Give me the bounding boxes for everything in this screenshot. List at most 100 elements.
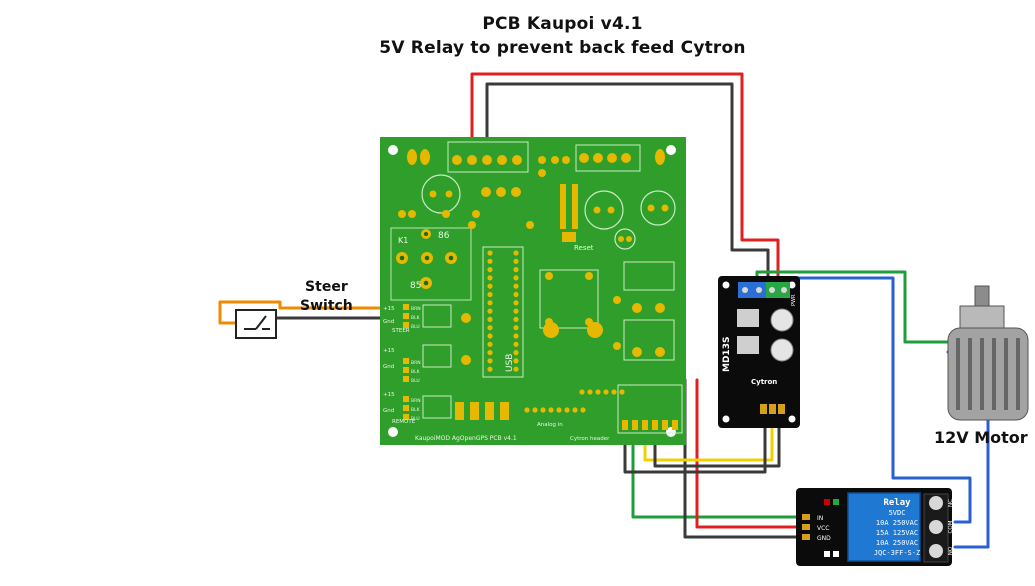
nano-pin bbox=[513, 300, 519, 306]
capacitor-pads bbox=[429, 190, 669, 242]
header-pin-pad bbox=[579, 389, 585, 395]
cytron-corner-holes bbox=[722, 281, 796, 423]
steer-switch bbox=[235, 309, 277, 339]
pcb-input-labels: +15Gnd+15Gnd+15GndBRNBLKBLUBRNBLKBLUBRNB… bbox=[383, 306, 421, 422]
pcb-usb-label: USB bbox=[505, 354, 515, 372]
motor-fins bbox=[956, 338, 1020, 410]
pcb-input-label: +15 bbox=[383, 392, 395, 398]
relay-title: Relay bbox=[883, 498, 911, 508]
relay-k1-outline bbox=[390, 227, 472, 301]
analog-pin-pad bbox=[540, 407, 546, 413]
nano-pin bbox=[513, 267, 519, 273]
wire-green-relay bbox=[631, 428, 804, 519]
capacitors bbox=[421, 174, 676, 250]
cytron-brand-label: Cytron bbox=[751, 378, 777, 386]
nano-pin bbox=[513, 333, 519, 339]
nano-pin bbox=[487, 250, 493, 256]
pcb-input-label: +15 bbox=[383, 306, 395, 312]
ic-pads bbox=[398, 156, 665, 365]
cytron-capacitors bbox=[770, 308, 794, 362]
nano-pin bbox=[487, 358, 493, 364]
steer-switch-blade bbox=[255, 315, 267, 330]
analog-pin-pad bbox=[580, 407, 586, 413]
top-terminal-pads bbox=[407, 149, 665, 197]
analog-pin-pad bbox=[524, 407, 530, 413]
relay-spec-line: JQC-3FF-S-Z bbox=[874, 549, 920, 557]
steer-switch-label: Steer Switch bbox=[300, 278, 353, 316]
pcb-pin-label: BRN bbox=[411, 360, 421, 366]
nano-pin bbox=[513, 341, 519, 347]
pcb-board: K1 86 85 USB Reset STEER REMOTE Analog i… bbox=[380, 137, 686, 445]
nano-pin bbox=[513, 275, 519, 281]
relay-pin-label-right: COM bbox=[948, 520, 954, 533]
pcb-analog-in-label: Analog in bbox=[537, 422, 563, 428]
cytron-terminal-screws bbox=[742, 287, 787, 293]
nano-pin bbox=[487, 366, 493, 372]
input-pin-pad bbox=[403, 367, 409, 373]
motor-front-flange bbox=[959, 305, 1005, 329]
cytron-signal-pins bbox=[760, 404, 785, 414]
nano-pin bbox=[513, 350, 519, 356]
cytron-header-outline bbox=[617, 384, 683, 434]
cytron-header-pin bbox=[622, 420, 628, 430]
pcb-pin-label: BRN bbox=[411, 306, 421, 312]
header-pin-pad bbox=[603, 389, 609, 395]
relay-spec-line: 15A 125VAC bbox=[876, 529, 918, 537]
nano-pin bbox=[513, 358, 519, 364]
analog-pin-pad bbox=[532, 407, 538, 413]
input-connector-pads bbox=[403, 304, 409, 420]
wire-red-relay bbox=[695, 378, 804, 529]
nano-pin bbox=[513, 291, 519, 298]
pcb-footer-label: KaupoiMOD AgOpenGPS PCB v4.1 bbox=[415, 435, 517, 442]
wire-red-power bbox=[470, 72, 780, 288]
nano-pin bbox=[487, 258, 493, 264]
cytron-header-pin bbox=[662, 420, 668, 430]
input-pin-pad bbox=[403, 396, 409, 402]
header-pin-pad bbox=[619, 389, 625, 395]
relay-pin-label-right: NO bbox=[948, 546, 954, 555]
relay-pin-label-left: GND bbox=[817, 535, 831, 542]
analog-pin-pad bbox=[556, 407, 562, 413]
analog-pin-pad bbox=[564, 407, 570, 413]
relay-pin-header bbox=[802, 514, 810, 540]
relay-k1-holes bbox=[399, 232, 454, 286]
header-pin-pad bbox=[587, 389, 593, 395]
nano-pin bbox=[487, 350, 493, 356]
pcb-substrate bbox=[380, 137, 686, 445]
nano-pin bbox=[513, 250, 519, 256]
analog-header-pads bbox=[524, 389, 625, 413]
relay-pin-label-right: NC bbox=[948, 499, 954, 507]
input-pin-pad bbox=[403, 322, 409, 328]
relay-can bbox=[847, 492, 921, 562]
steer-switch-label-line-2: Switch bbox=[300, 298, 353, 314]
top-terminals bbox=[447, 141, 641, 173]
pcb-cytron-header-label: Cytron header bbox=[570, 436, 610, 442]
arduino-nano-pins bbox=[487, 250, 519, 372]
cytron-header-pin bbox=[652, 420, 658, 430]
pcb-reset-label: Reset bbox=[574, 244, 594, 252]
relay-spec-line: 10A 250VAC bbox=[876, 539, 918, 547]
relay-spec-line: 10A 250VAC bbox=[876, 519, 918, 527]
pcb-pin-label: BRN bbox=[411, 398, 421, 404]
input-pin-pad bbox=[403, 376, 409, 382]
input-pin-pad bbox=[403, 405, 409, 411]
relay-pin-label-left: VCC bbox=[817, 525, 829, 532]
pcb-relay-86-label: 86 bbox=[438, 231, 450, 241]
wire-black-power bbox=[485, 82, 770, 288]
nano-pin bbox=[487, 300, 493, 306]
cytron-header-pads bbox=[622, 420, 678, 430]
ic-footprints bbox=[422, 261, 675, 419]
pcb-pin-label: BLK bbox=[411, 315, 421, 321]
input-pin-pad bbox=[403, 313, 409, 319]
motor bbox=[947, 285, 1029, 421]
nano-pin bbox=[513, 316, 519, 322]
nano-pin bbox=[487, 333, 493, 339]
nano-pin bbox=[487, 316, 493, 322]
input-pin-pad bbox=[403, 358, 409, 364]
nano-pin bbox=[487, 283, 493, 289]
wire-dark-signal-a bbox=[623, 418, 767, 474]
bottom-components bbox=[455, 184, 578, 420]
analog-pin-pad bbox=[572, 407, 578, 413]
